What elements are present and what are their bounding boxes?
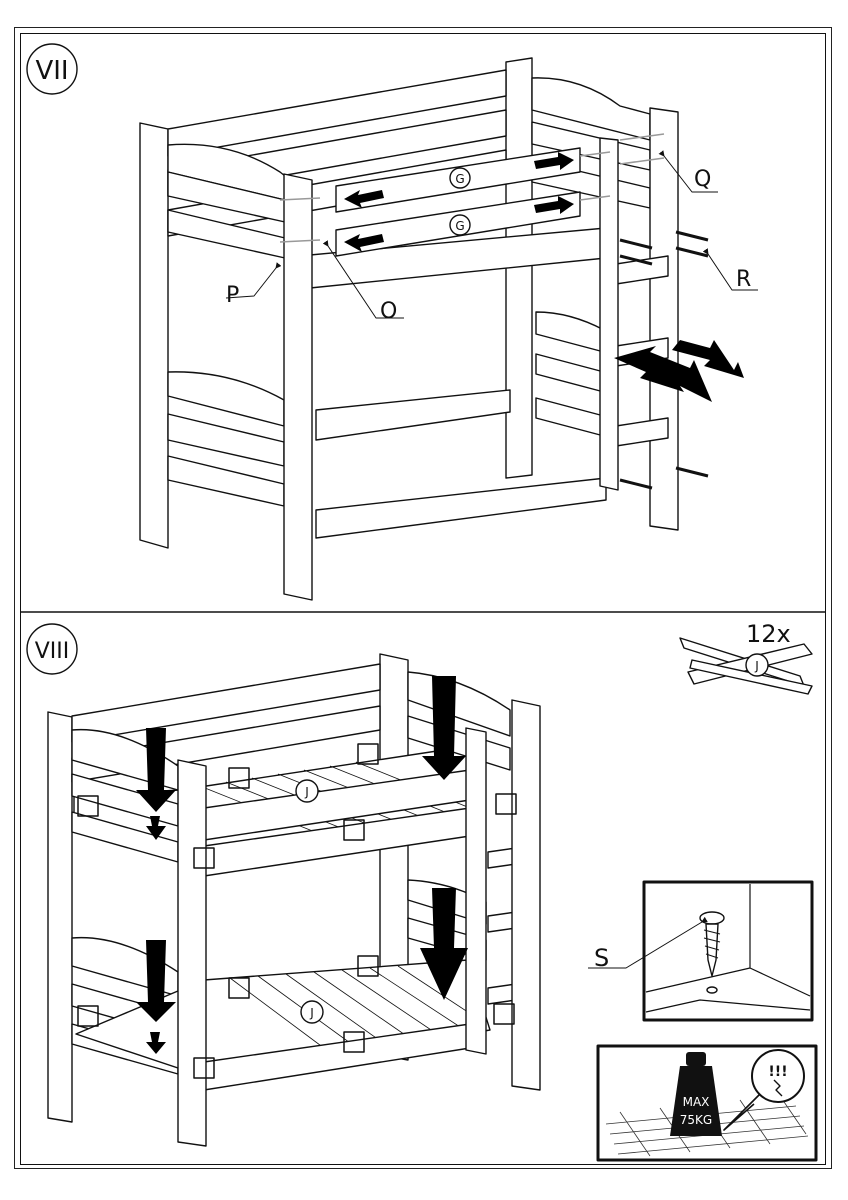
screw-marker (193, 847, 215, 869)
viii-post-front-left (177, 759, 207, 1147)
weight-limit-box: MAX 75KG !!! (596, 1044, 818, 1162)
part-j-top-badge (295, 779, 319, 803)
screw-markers (77, 743, 517, 1079)
step-8-number: VIII (35, 639, 70, 664)
step-7: VII (26, 43, 758, 601)
screw-marker (77, 1005, 99, 1027)
screw-marker (77, 795, 99, 817)
screw-marker (228, 977, 250, 999)
screw-marker (343, 1031, 365, 1053)
part-g-lower-badge (449, 214, 471, 236)
leader-p (225, 262, 282, 299)
crack-icon (773, 1079, 783, 1097)
screw-marker (493, 1003, 515, 1025)
warning-symbol: !!! (768, 1064, 787, 1080)
part-g-upper-badge (449, 167, 471, 189)
step-8-badge (26, 623, 78, 675)
arrow-ladder-2 (672, 340, 744, 378)
part-s-label: S (594, 944, 609, 972)
arrow-down-top-left (136, 728, 176, 812)
viii-post-back-right-end (511, 699, 541, 1091)
side-rail-lower (315, 477, 607, 539)
foot-lower-rail-2 (535, 397, 605, 437)
arrow-ladder-1 (614, 346, 712, 402)
content-frame (20, 33, 826, 1165)
screw-detail-box: S (588, 880, 814, 1022)
part-r-label: R (736, 267, 751, 292)
screw-marker (495, 793, 517, 815)
post-back-right-end (649, 107, 679, 531)
lower-head-rail-2 (167, 455, 285, 507)
step-7-badge (26, 43, 78, 95)
part-j-bottom-badge (300, 1000, 324, 1024)
weight-max-label: MAX (683, 1095, 710, 1109)
foot-panel-lower (535, 311, 605, 353)
screw-marker (193, 1057, 215, 1079)
arrow-down-bottom-left (136, 940, 176, 1022)
step-8: VIII J 12x (26, 620, 818, 1162)
part-j-top-label: J (304, 785, 309, 799)
post-front-right (599, 137, 619, 491)
post-back-left (139, 122, 169, 549)
arrow-g-upper-right (534, 152, 574, 170)
arrow-down-bottom-left-small (146, 1032, 166, 1054)
part-g-upper-label: G (455, 172, 464, 186)
warning-bubble: !!! (723, 1049, 805, 1131)
screw-marker (343, 819, 365, 841)
screw-marker (228, 767, 250, 789)
screw-marker (357, 743, 379, 765)
slat-bundle-label: J (754, 659, 759, 673)
post-front-left (283, 173, 313, 601)
leader-q (658, 150, 718, 193)
foot-lower-rail-1 (535, 353, 605, 393)
weight-value-label: 75KG (680, 1113, 712, 1127)
step-7-number: VII (35, 56, 68, 86)
slat-count: 12x (746, 620, 791, 648)
slat-bundle-icon: J (679, 637, 813, 695)
arrow-g-upper-left (344, 190, 384, 208)
dowels (279, 133, 665, 243)
viii-post-back-left (47, 711, 73, 1123)
leader-r (702, 248, 758, 291)
screws-r (619, 230, 709, 490)
side-rail-lower-back (315, 389, 511, 441)
part-q-label: Q (694, 167, 711, 192)
arrow-down-bottom-right (420, 888, 468, 1000)
weight-icon: MAX 75KG (670, 1052, 722, 1136)
leader-s (588, 916, 708, 969)
viii-post-back-right (379, 653, 409, 1061)
viii-post-front-right (465, 727, 487, 1055)
page-frame (14, 27, 832, 1169)
arrow-g-lower-left (344, 234, 384, 252)
arrow-down-top-right (422, 676, 466, 780)
arrow-g-lower-right (534, 196, 574, 214)
part-o-label: O (380, 299, 397, 324)
part-g-lower-label: G (455, 219, 464, 233)
part-j-bottom-label: J (309, 1006, 314, 1020)
screw-marker (357, 955, 379, 977)
part-p-label: P (226, 283, 239, 308)
arrow-down-top-left-small (146, 816, 166, 840)
leader-o (322, 240, 404, 319)
